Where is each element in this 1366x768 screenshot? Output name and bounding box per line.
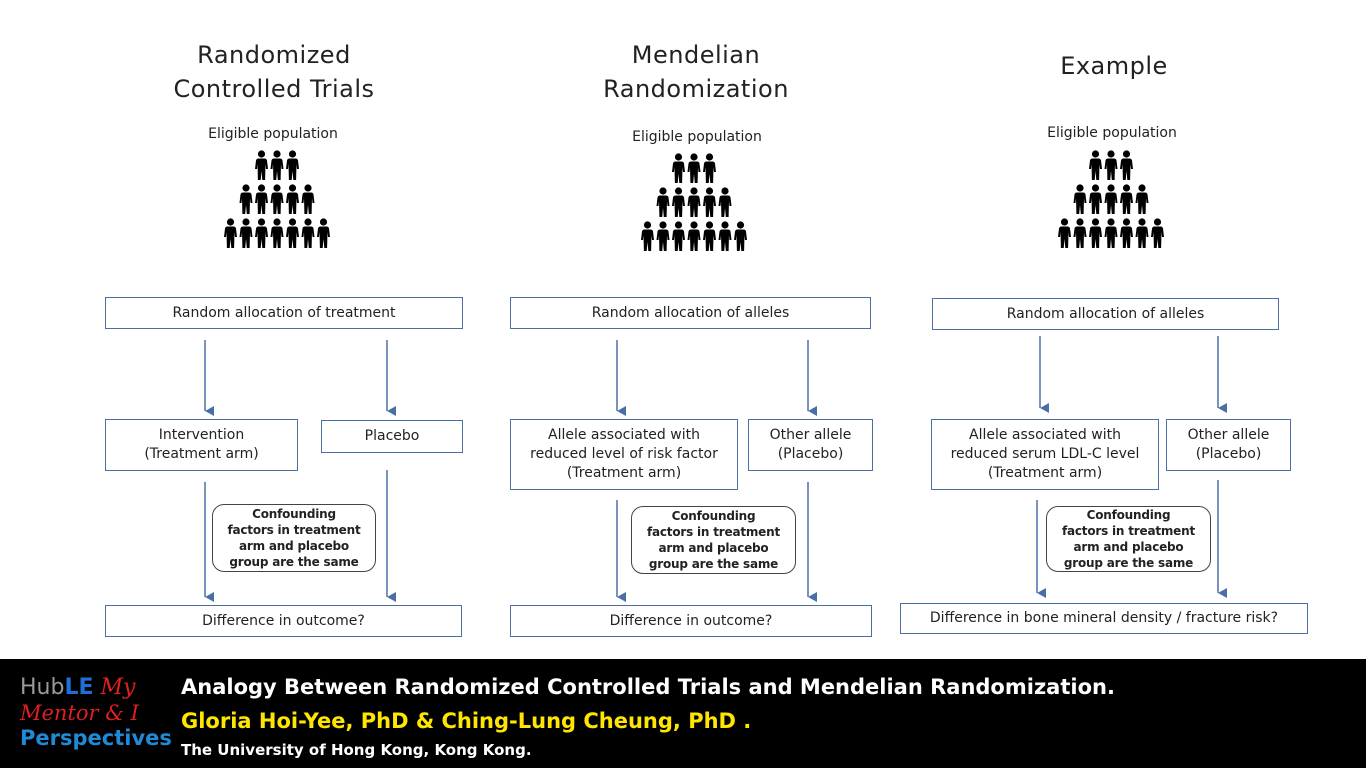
person-icon: [703, 187, 716, 217]
caption-title: Analogy Between Randomized Controlled Tr…: [181, 675, 1115, 699]
rct-title: Randomized Controlled Trials: [173, 41, 375, 103]
person-icon: [255, 218, 268, 248]
caption-bar: HubLE My Mentor & I Perspectives Analogy…: [0, 659, 1366, 768]
person-icon: [656, 221, 670, 251]
example-allocation-box: Random allocation of alleles: [932, 298, 1279, 330]
mr-population-icon: [641, 153, 747, 251]
person-icon: [286, 184, 299, 214]
person-icon: [687, 153, 701, 183]
example-title: Example: [1060, 52, 1168, 80]
example-population-icon: [1058, 150, 1164, 248]
mr-treatment-box: Allele associated with reduced level of …: [510, 419, 738, 490]
logo-mentor-text: Mentor & I: [20, 701, 139, 725]
person-icon: [286, 218, 299, 248]
person-icon: [641, 221, 654, 251]
person-icon: [1073, 184, 1087, 214]
rct-population-icon: [224, 150, 330, 248]
logo-perspectives-text: Perspectives: [20, 726, 172, 750]
person-icon: [703, 153, 716, 183]
person-icon: [301, 218, 315, 248]
mr-allocation-box: Random allocation of alleles: [510, 297, 871, 329]
person-icon: [1089, 184, 1102, 214]
person-icon: [672, 187, 685, 217]
person-icon: [1089, 150, 1102, 180]
person-icon: [1135, 218, 1149, 248]
person-icon: [656, 187, 670, 217]
person-icon: [1089, 218, 1102, 248]
rct-placebo-box: Placebo: [321, 420, 463, 453]
person-icon: [703, 221, 716, 251]
rct-treatment-box: Intervention (Treatment arm): [105, 419, 298, 471]
person-icon: [1120, 184, 1133, 214]
person-icon: [1058, 218, 1071, 248]
mr-placebo-box: Other allele (Placebo): [748, 419, 873, 471]
person-icon: [270, 218, 284, 248]
person-icon: [239, 184, 253, 214]
rct-outcome-box: Difference in outcome?: [105, 605, 462, 637]
caption-affiliation: The University of Hong Kong, Kong Kong.: [181, 741, 532, 759]
person-icon: [718, 221, 732, 251]
person-icon: [1104, 184, 1118, 214]
caption-authors: Gloria Hoi-Yee, PhD & Ching-Lung Cheung,…: [181, 709, 752, 733]
rct-confounding-note: Confounding factors in treatment arm and…: [212, 504, 376, 572]
person-icon: [270, 150, 284, 180]
example-confounding-note: Confounding factors in treatment arm and…: [1046, 506, 1211, 572]
person-icon: [672, 221, 685, 251]
person-icon: [255, 150, 268, 180]
hublemymentor-logo: HubLE My Mentor & I Perspectives: [20, 675, 172, 751]
mr-title: Mendelian Randomization: [603, 41, 789, 103]
example-population-label: Eligible population: [1047, 125, 1177, 141]
person-icon: [1120, 218, 1133, 248]
person-icon: [1073, 218, 1087, 248]
logo-my-text: My: [100, 675, 136, 700]
person-icon: [687, 187, 701, 217]
person-icon: [239, 218, 253, 248]
mr-confounding-note: Confounding factors in treatment arm and…: [631, 506, 796, 574]
person-icon: [224, 218, 237, 248]
rct-allocation-box: Random allocation of treatment: [105, 297, 463, 329]
example-outcome-box: Difference in bone mineral density / fra…: [900, 603, 1308, 634]
person-icon: [1135, 184, 1149, 214]
person-icon: [718, 187, 732, 217]
person-icon: [270, 184, 284, 214]
rct-population-label: Eligible population: [208, 126, 338, 142]
person-icon: [1104, 150, 1118, 180]
person-icon: [1104, 218, 1118, 248]
person-icon: [1151, 218, 1164, 248]
person-icon: [672, 153, 685, 183]
person-icon: [301, 184, 315, 214]
person-icon: [317, 218, 330, 248]
person-icon: [734, 221, 747, 251]
person-icon: [687, 221, 701, 251]
example-treatment-box: Allele associated with reduced serum LDL…: [931, 419, 1159, 490]
logo-hub-text: Hub: [20, 675, 65, 700]
person-icon: [1120, 150, 1133, 180]
mr-population-label: Eligible population: [632, 129, 762, 145]
example-placebo-box: Other allele (Placebo): [1166, 419, 1291, 471]
person-icon: [255, 184, 268, 214]
logo-le-text: LE: [64, 675, 94, 700]
mr-outcome-box: Difference in outcome?: [510, 605, 872, 637]
person-icon: [286, 150, 299, 180]
